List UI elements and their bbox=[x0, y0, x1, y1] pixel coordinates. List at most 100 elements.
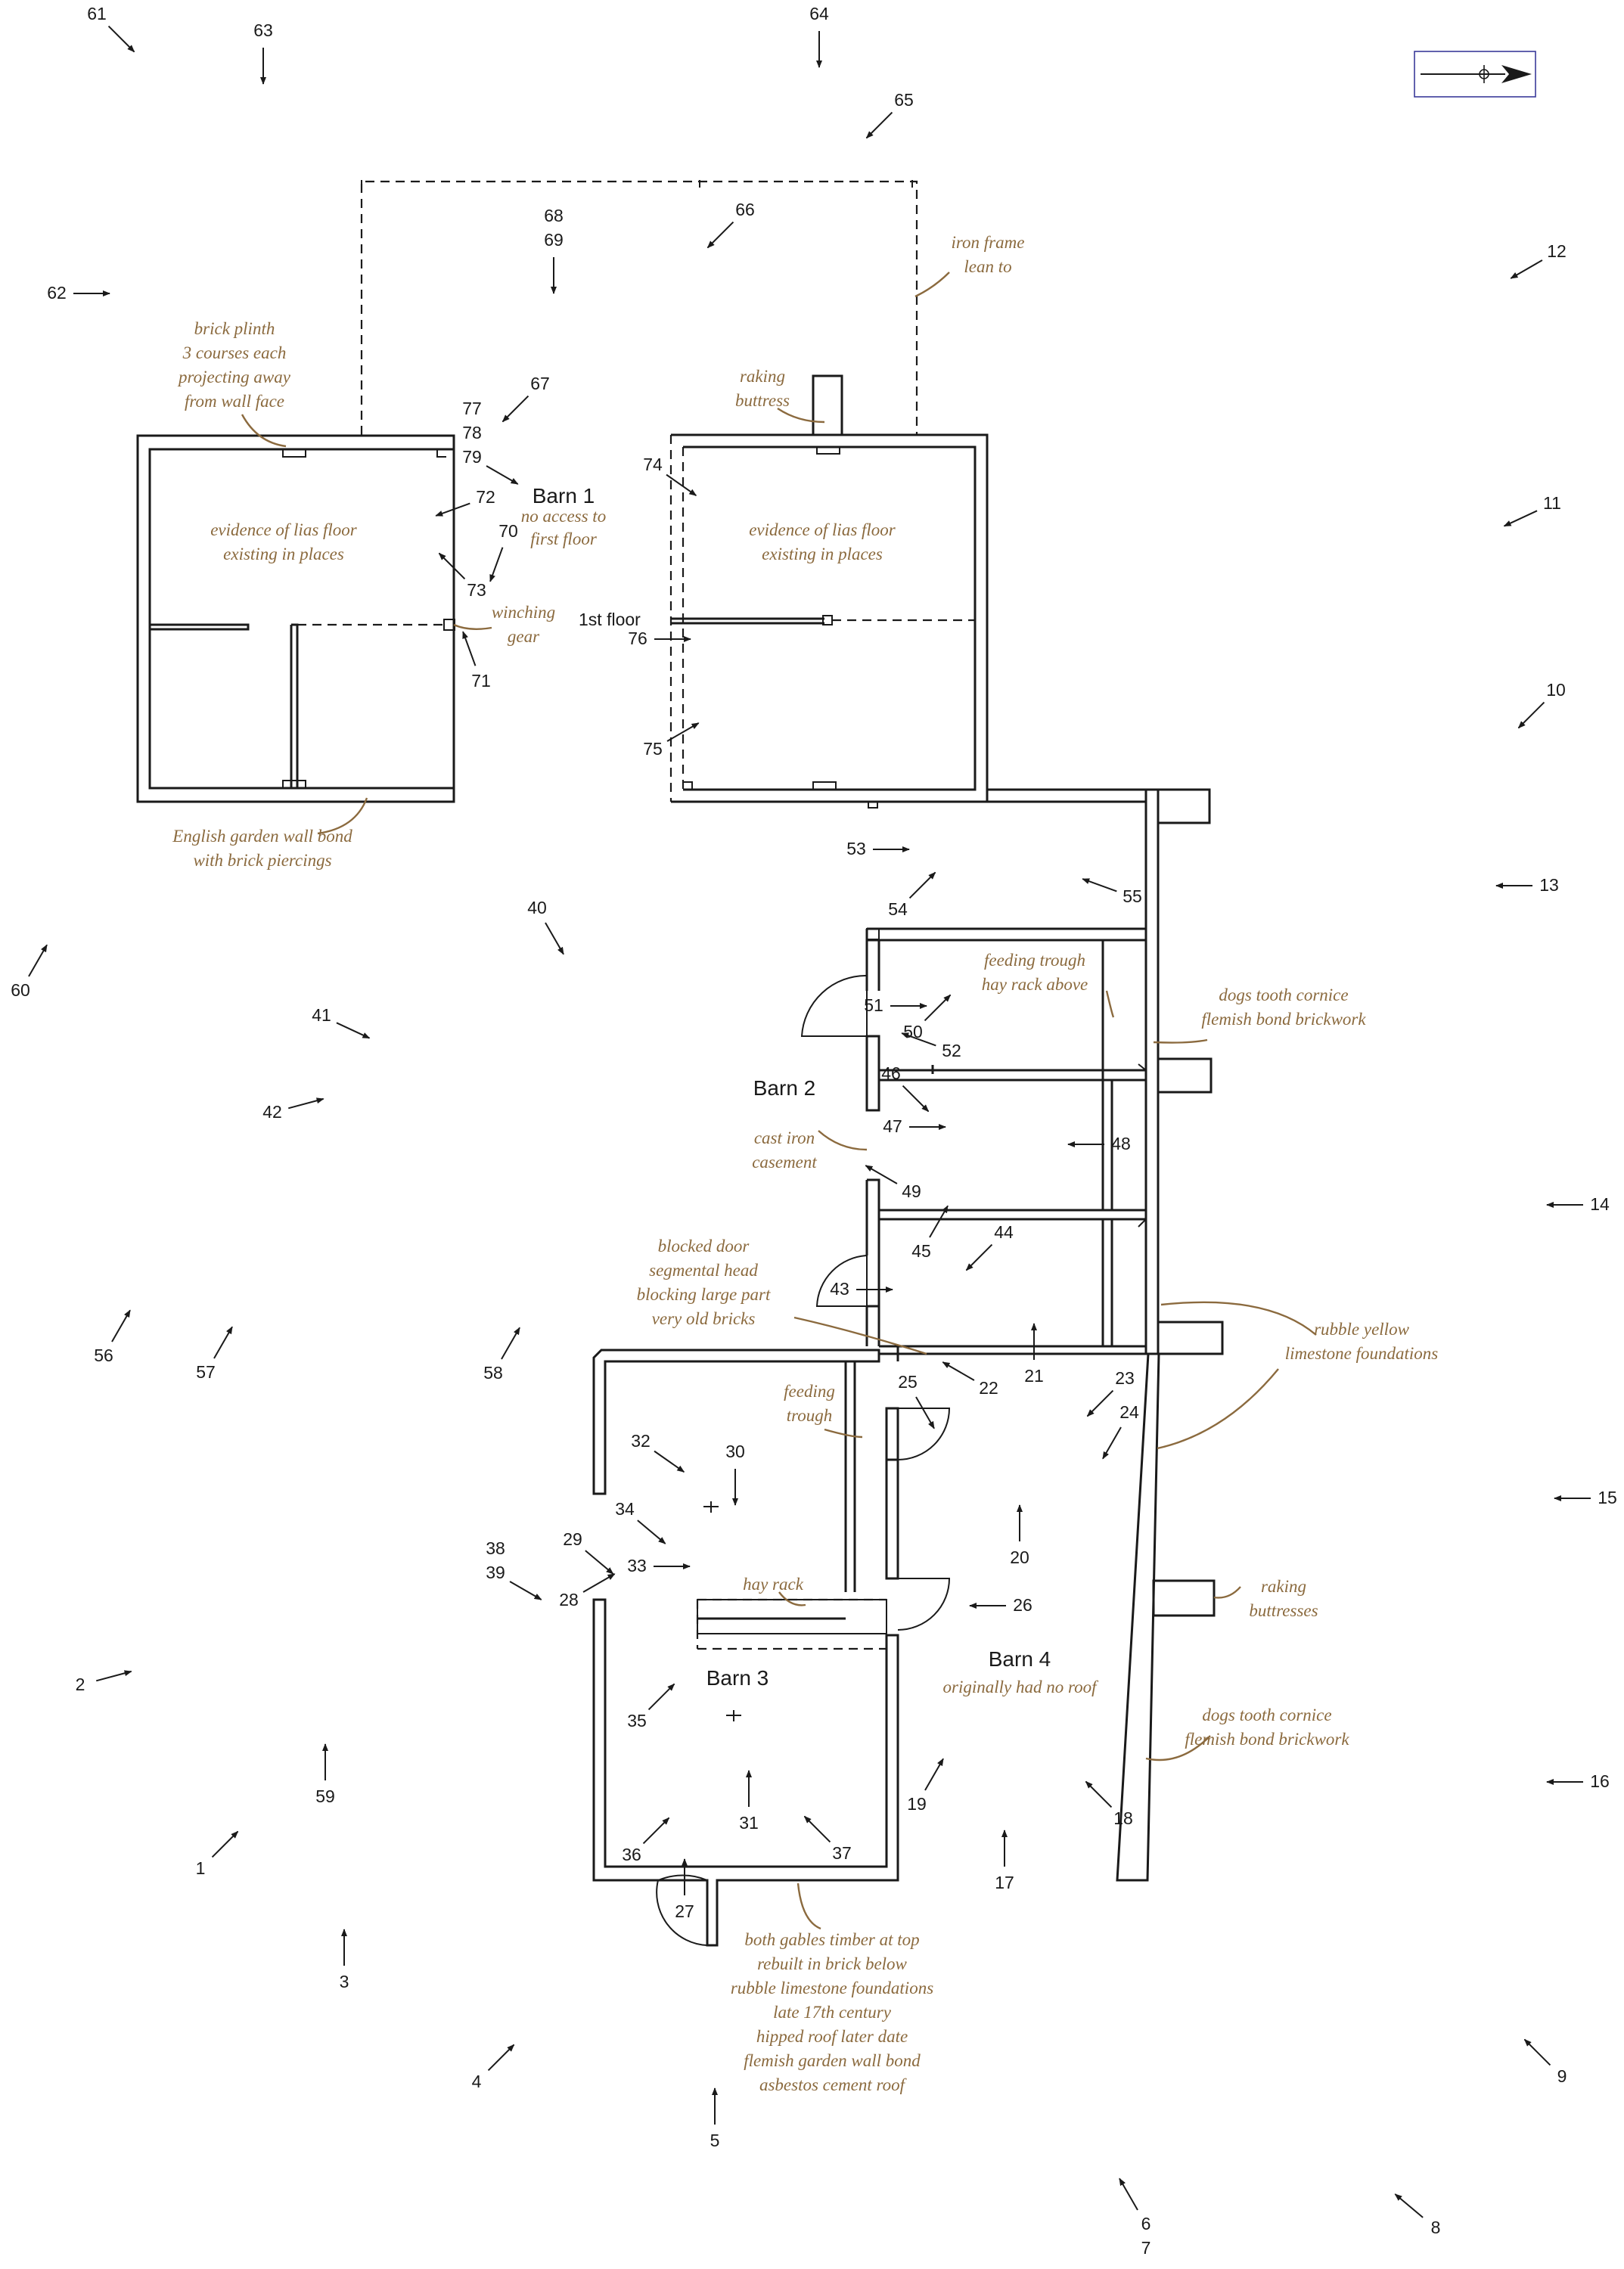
photo-point-label: 72 bbox=[476, 487, 495, 507]
annotation-line: both gables timber at top bbox=[744, 1930, 919, 1949]
annotation-line: dogs tooth cornice bbox=[1219, 986, 1348, 1004]
photo-point-label: 50 bbox=[903, 1022, 923, 1041]
photo-point-label: 15 bbox=[1598, 1488, 1617, 1507]
viewpoint-arrow-icon bbox=[1119, 2177, 1138, 2211]
viewpoint-arrow-icon bbox=[489, 547, 504, 582]
photo-point-label: 9 bbox=[1557, 2066, 1567, 2086]
viewpoint-arrow-icon bbox=[803, 1815, 831, 1843]
photo-point-label: 64 bbox=[809, 4, 829, 23]
photo-point-label: 70 bbox=[498, 521, 518, 541]
photo-point-label: 25 bbox=[898, 1372, 918, 1392]
viewpoint-arrow-icon bbox=[501, 395, 529, 423]
barn3-label: Barn 3 bbox=[706, 1666, 769, 1690]
photo-viewpoints: 6163646566686912626777787972707371747675… bbox=[11, 4, 1617, 2258]
annotation-line: late 17th century bbox=[773, 2003, 892, 2022]
boundary-wall bbox=[987, 788, 1224, 1882]
viewpoint-arrow-icon bbox=[213, 1326, 233, 1359]
photo-point-label: 24 bbox=[1119, 1402, 1139, 1422]
annotation-line: raking bbox=[1261, 1577, 1306, 1596]
annotation-line: brick plinth bbox=[194, 319, 275, 338]
viewpoint-arrow-icon bbox=[929, 1205, 949, 1238]
photo-point-label: 78 bbox=[462, 423, 482, 442]
photo-point-label: 69 bbox=[544, 230, 564, 250]
photo-point-label: 44 bbox=[994, 1222, 1014, 1242]
annotation-line: very old bricks bbox=[652, 1309, 756, 1328]
photo-point-label: 46 bbox=[881, 1063, 901, 1083]
photo-point-label: 54 bbox=[888, 899, 908, 919]
photo-point-label: 38 bbox=[486, 1538, 505, 1558]
photo-point-label: 19 bbox=[907, 1794, 927, 1814]
viewpoint-arrow-icon bbox=[902, 1085, 930, 1113]
photo-point-label: 18 bbox=[1113, 1808, 1133, 1828]
viewpoint-arrow-icon bbox=[211, 1830, 239, 1858]
viewpoint-arrow-icon bbox=[1517, 701, 1545, 729]
annotation-line: feeding trough bbox=[984, 951, 1085, 970]
lean-to-outline bbox=[360, 180, 918, 435]
viewpoint-arrow-icon bbox=[545, 922, 564, 955]
photo-point-label: 39 bbox=[486, 1563, 505, 1582]
viewpoint-arrow-icon bbox=[1102, 1426, 1122, 1460]
photo-point-label: 21 bbox=[1024, 1366, 1044, 1386]
annotation-line: buttresses bbox=[1249, 1601, 1318, 1620]
annotation-line: casement bbox=[752, 1153, 817, 1172]
photo-point-label: 3 bbox=[340, 1972, 349, 1991]
viewpoint-arrow-icon bbox=[486, 465, 519, 485]
photo-point-label: 75 bbox=[643, 739, 663, 759]
viewpoint-arrow-icon bbox=[901, 1032, 936, 1047]
annotation-line: from wall face bbox=[185, 392, 284, 411]
annotation-line: cast iron bbox=[754, 1128, 815, 1147]
viewpoint-arrow-icon bbox=[908, 871, 936, 899]
photo-point-label: 16 bbox=[1590, 1771, 1610, 1791]
photo-point-label: 34 bbox=[615, 1499, 635, 1519]
viewpoint-arrow-icon bbox=[924, 994, 952, 1022]
photo-point-label: 77 bbox=[462, 399, 482, 418]
barn3-barn4-block bbox=[592, 1346, 1159, 1947]
viewpoint-arrow-icon bbox=[509, 1581, 542, 1600]
photo-point-label: 73 bbox=[467, 580, 486, 600]
annotation-line: lean to bbox=[964, 257, 1011, 276]
photo-point-label: 43 bbox=[830, 1279, 849, 1299]
photo-point-label: 22 bbox=[979, 1378, 998, 1398]
annotation-line: with brick piercings bbox=[193, 851, 331, 870]
photo-point-label: 49 bbox=[902, 1181, 921, 1201]
annotation-line: limestone foundations bbox=[1285, 1344, 1439, 1363]
note-cast-iron: cast iron casement bbox=[752, 1128, 817, 1172]
viewpoint-arrow-icon bbox=[924, 1758, 944, 1791]
photo-point-label: 67 bbox=[530, 374, 550, 393]
viewpoint-arrow-icon bbox=[915, 1396, 935, 1429]
viewpoint-arrow-icon bbox=[647, 1683, 675, 1711]
annotation-line: hipped roof later date bbox=[756, 2027, 908, 2046]
photo-point-label: 42 bbox=[262, 1102, 282, 1122]
viewpoint-arrow-icon bbox=[1085, 1780, 1113, 1808]
barn2-label: Barn 2 bbox=[753, 1076, 816, 1100]
annotation-line: flemish garden wall bond bbox=[744, 2051, 921, 2070]
annotation-line: flemish bond brickwork bbox=[1201, 1010, 1366, 1029]
viewpoint-arrow-icon bbox=[965, 1243, 993, 1271]
viewpoint-arrow-icon bbox=[1503, 510, 1538, 527]
annotation-line: existing in places bbox=[223, 545, 344, 563]
photo-point-label: 62 bbox=[47, 283, 67, 303]
annotation-line: feeding bbox=[784, 1382, 835, 1401]
photo-point-label: 37 bbox=[832, 1843, 852, 1863]
annotation-line: buttress bbox=[735, 391, 790, 410]
annotation-line: asbestos cement roof bbox=[759, 2075, 908, 2094]
viewpoint-arrow-icon bbox=[336, 1022, 371, 1039]
photo-point-label: 65 bbox=[894, 90, 914, 110]
photo-point-label: 79 bbox=[462, 447, 482, 467]
photo-point-label: 7 bbox=[1141, 2238, 1151, 2258]
photo-point-label: 71 bbox=[471, 671, 491, 691]
viewpoint-arrow-icon bbox=[706, 221, 734, 249]
photo-point-label: 36 bbox=[622, 1845, 641, 1864]
photo-point-label: 23 bbox=[1115, 1368, 1135, 1388]
photo-point-label: 52 bbox=[942, 1041, 961, 1060]
note-hay-rack: hay rack bbox=[743, 1575, 804, 1594]
photo-point-label: 76 bbox=[628, 629, 647, 648]
viewpoint-arrow-icon bbox=[438, 552, 466, 580]
